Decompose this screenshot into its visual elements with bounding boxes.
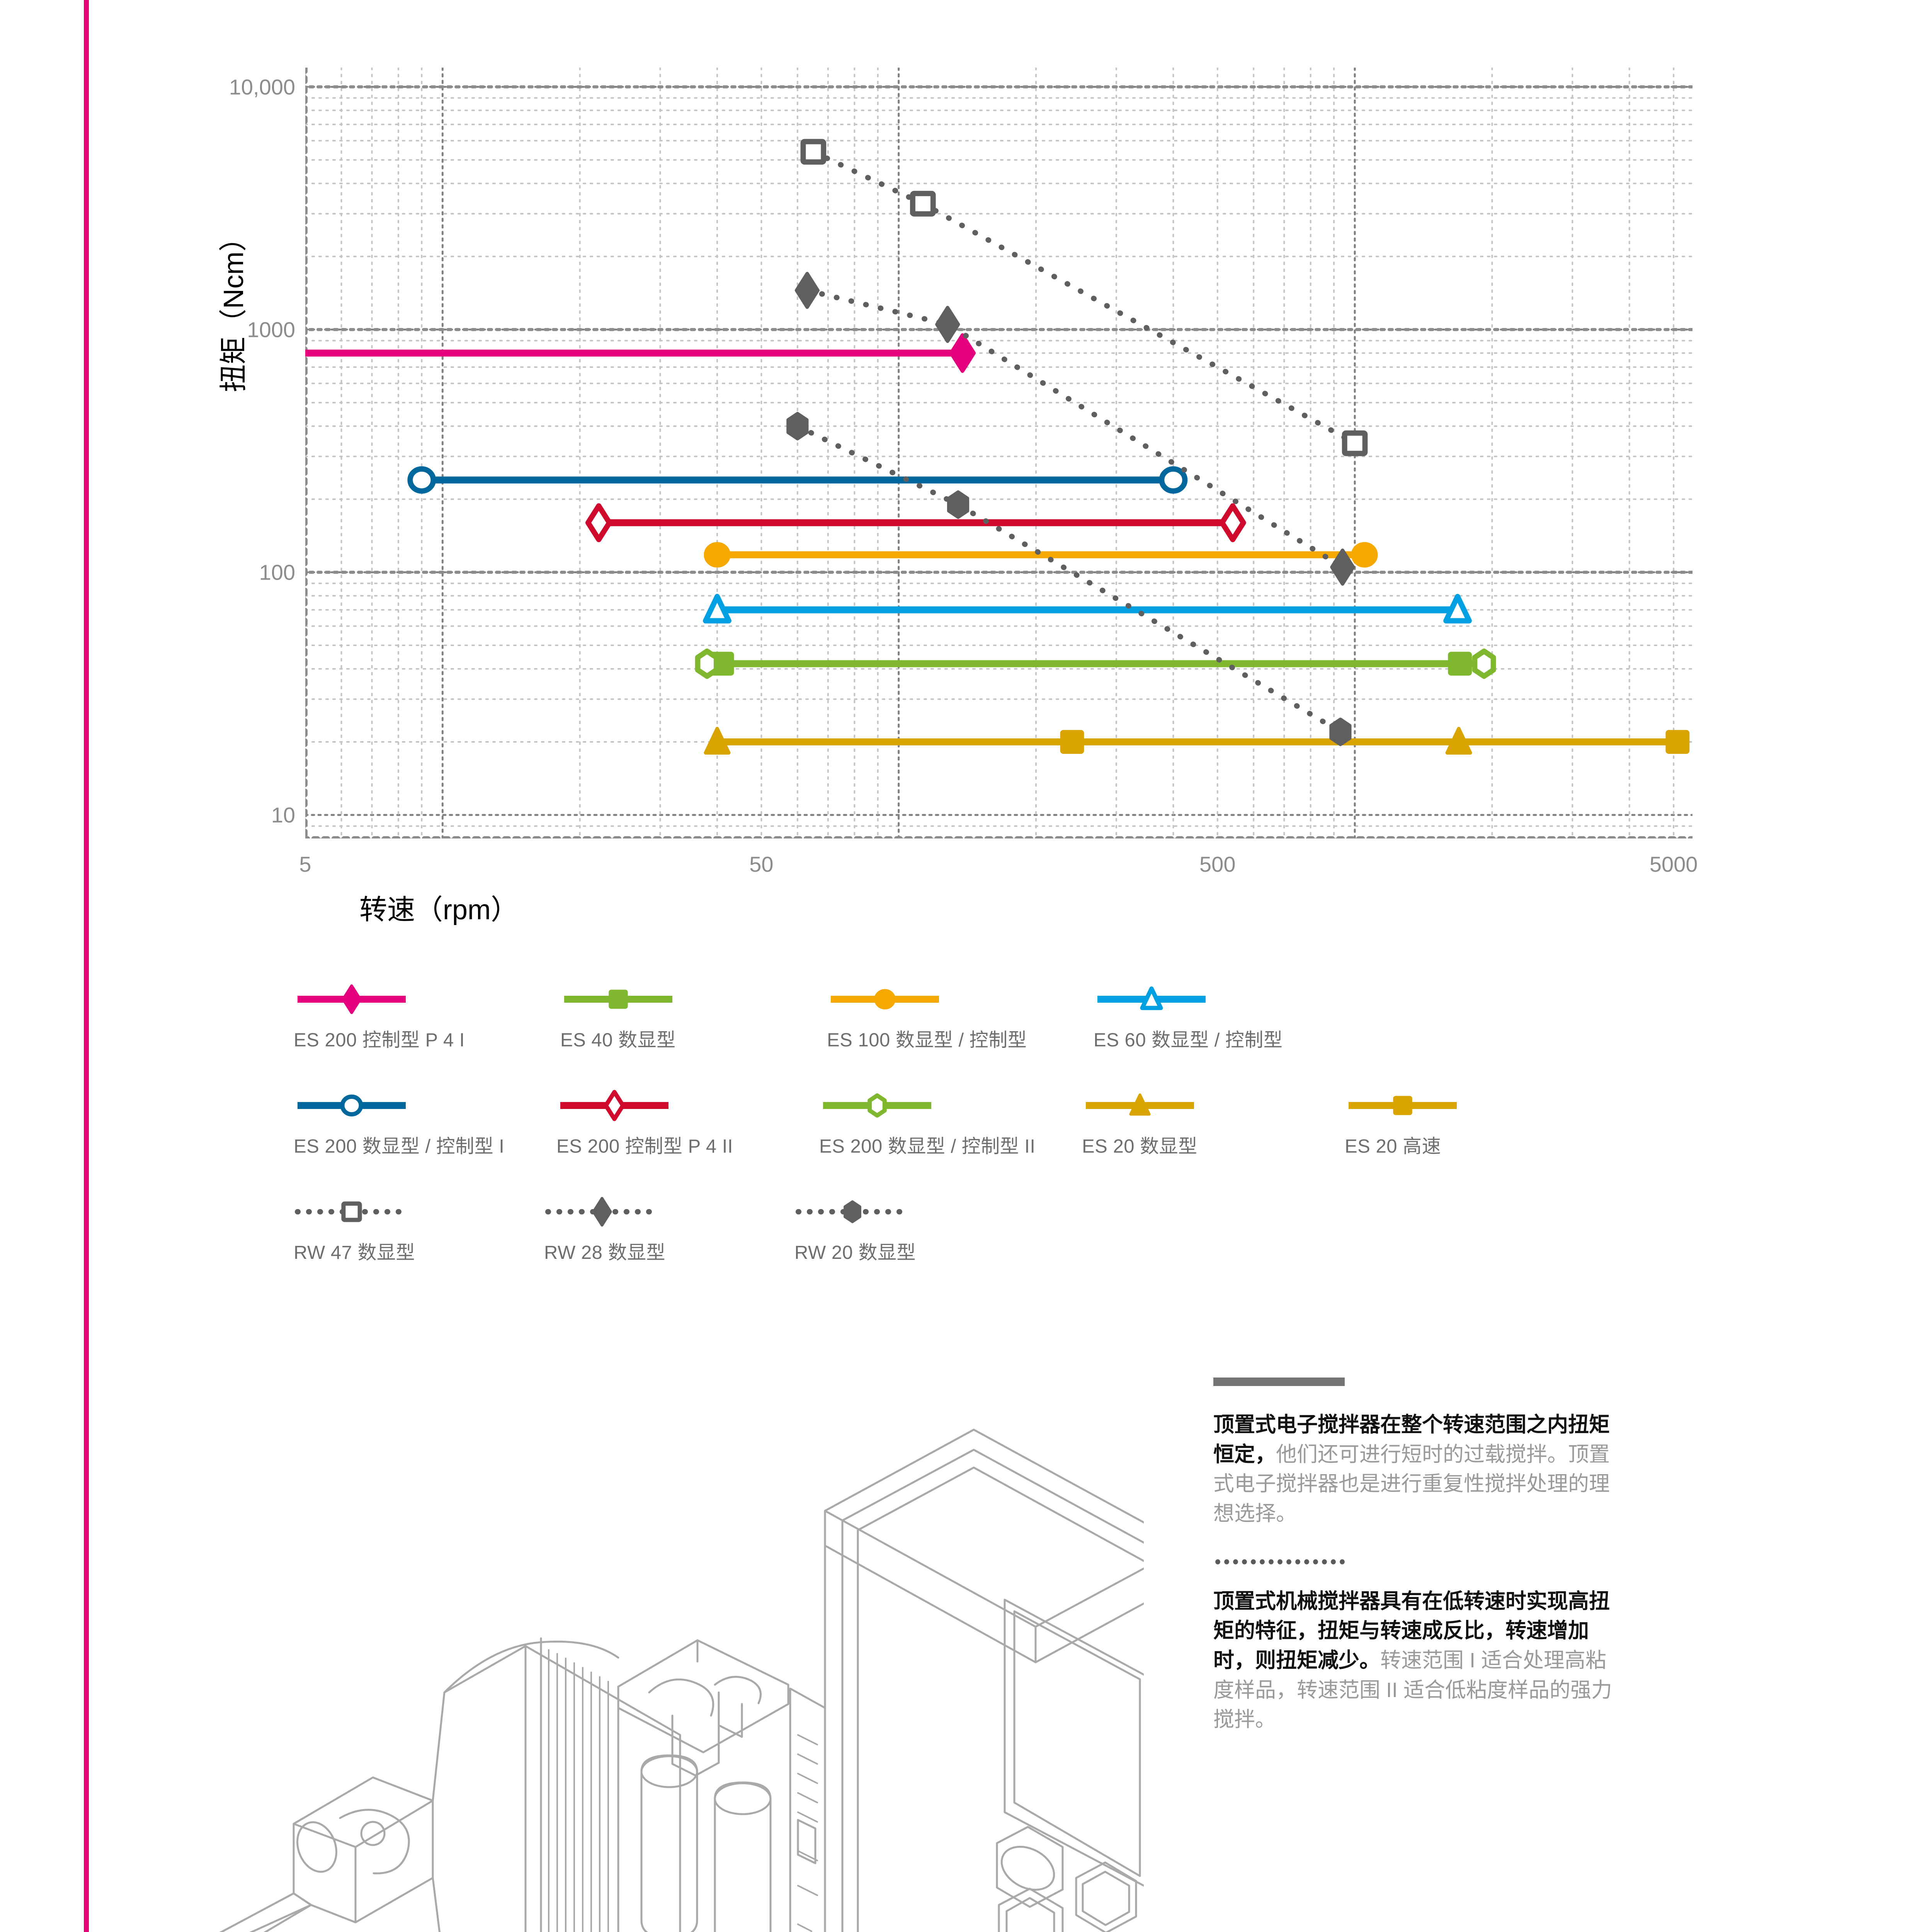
legend-item[interactable]: ES 20 高速 <box>1345 1095 1607 1158</box>
legend-label: RW 20 数显型 <box>794 1242 916 1263</box>
legend-label: ES 20 数显型 <box>1082 1136 1197 1157</box>
legend-label: RW 28 数显型 <box>544 1242 665 1263</box>
paragraph-mechanical: 顶置式机械搅拌器具有在低转速时实现高扭矩的特征，扭矩与转速成反比，转速增加时，则… <box>1213 1587 1623 1735</box>
legend-swatch <box>1082 1093 1345 1122</box>
legend-label: ES 200 控制型 P 4 II <box>556 1136 733 1157</box>
legend-item[interactable]: ES 200 控制型 P 4 I <box>294 984 560 1052</box>
legend-label: ES 100 数显型 / 控制型 <box>827 1030 1027 1051</box>
legend-item[interactable]: ES 200 数显型 / 控制型 II <box>819 1093 1082 1158</box>
legend-swatch <box>1345 1095 1607 1122</box>
description-column: 顶置式电子搅拌器在整个转速范围之内扭矩恒定，他们还可进行短时的过载搅拌。顶置式电… <box>1213 1378 1623 1735</box>
y-axis-label: 扭矩（Ncm） <box>218 224 249 392</box>
legend-swatch <box>1094 986 1360 1016</box>
legend-item[interactable]: ES 100 数显型 / 控制型 <box>827 989 1094 1052</box>
legend-label: ES 40 数显型 <box>560 1030 676 1051</box>
chart-gridlines <box>305 68 1692 838</box>
torque-speed-chart: 10 100 1000 10,000 5 50 500 5000 扭矩（Ncm） 转速（rp… <box>218 68 1698 925</box>
legend-item[interactable]: RW 28 数显型 <box>544 1197 794 1265</box>
legend-item[interactable]: ES 200 控制型 P 4 II <box>556 1090 819 1158</box>
y-tick-label: 100 <box>259 560 295 585</box>
legend-swatch <box>294 984 560 1016</box>
legend-swatch <box>794 1200 1045 1229</box>
legend-row: ES 200 数显型 / 控制型 I ES 200 控制型 P 4 II ES 20… <box>294 1090 1607 1158</box>
y-tick-label: 1000 <box>247 317 295 342</box>
legend-item[interactable]: ES 20 数显型 <box>1082 1093 1345 1158</box>
legend-swatch <box>294 1094 556 1122</box>
y-tick-label: 10 <box>271 803 295 827</box>
legend-row: ES 200 控制型 P 4 I ES 40 数显型 ES 100 数显型 / 控制… <box>294 984 1607 1052</box>
chart-series-layer <box>305 139 1690 755</box>
solid-rule-divider <box>1213 1378 1345 1386</box>
paragraph-mechanical-rest: 转速范围 I 适合处理高粘度样品，转速范围 II 适合低粘度样品的强力搅拌。 <box>1213 1649 1613 1731</box>
x-tick-label: 500 <box>1199 852 1236 876</box>
legend-swatch <box>544 1197 794 1229</box>
magenta-spine-rule <box>84 0 89 1932</box>
legend-row: RW 47 数显型 RW 28 数显型 RW 20 数显型 <box>294 1197 1607 1265</box>
legend-item[interactable]: RW 20 数显型 <box>794 1200 1045 1265</box>
overhead-stirrer-illustration <box>23 1345 1205 1932</box>
legend-label: RW 47 数显型 <box>294 1242 415 1263</box>
legend-swatch <box>819 1093 1082 1122</box>
legend-item[interactable]: ES 40 数显型 <box>560 989 827 1052</box>
legend-label: ES 200 数显型 / 控制型 I <box>294 1136 505 1157</box>
legend-swatch <box>827 989 1094 1016</box>
x-tick-label: 5 <box>299 852 311 876</box>
chart-plot-area: 10 100 1000 10,000 5 50 500 5000 扭矩（Ncm） 转速（rp… <box>218 68 1698 925</box>
x-axis-label: 转速（rpm） <box>359 895 519 925</box>
legend-label: ES 200 控制型 P 4 I <box>294 1030 465 1051</box>
stirrer-line-art <box>219 1429 1205 1932</box>
legend-label: ES 60 数显型 / 控制型 <box>1094 1030 1283 1051</box>
y-tick-label: 10,000 <box>229 75 295 99</box>
dotted-rule-divider <box>1213 1557 1345 1566</box>
legend-swatch <box>560 989 827 1016</box>
x-tick-label: 5000 <box>1649 852 1698 876</box>
paragraph-mechanical-lead: 顶置式机械搅拌器具有在低转速时实现高扭矩的特征，扭矩与转速成反比，转速增加时，则… <box>1213 1589 1610 1672</box>
legend-label: ES 200 数显型 / 控制型 II <box>819 1136 1036 1157</box>
x-tick-label: 50 <box>749 852 774 876</box>
legend-swatch <box>294 1201 544 1229</box>
legend-item[interactable]: ES 60 数显型 / 控制型 <box>1094 986 1360 1052</box>
legend-label: ES 20 高速 <box>1345 1136 1441 1157</box>
legend-item[interactable]: RW 47 数显型 <box>294 1201 544 1265</box>
legend-item[interactable]: ES 200 数显型 / 控制型 I <box>294 1094 556 1158</box>
paragraph-electronic-rest: 他们还可进行短时的过载搅拌。顶置式电子搅拌器也是进行重复性搅拌处理的理想选择。 <box>1213 1442 1610 1526</box>
chart-legend: ES 200 控制型 P 4 I ES 40 数显型 ES 100 数显型 / 控制… <box>294 984 1607 1265</box>
paragraph-electronic: 顶置式电子搅拌器在整个转速范围之内扭矩恒定，他们还可进行短时的过载搅拌。顶置式电… <box>1213 1410 1623 1529</box>
paragraph-electronic-lead: 顶置式电子搅拌器在整个转速范围之内扭矩恒定， <box>1213 1413 1610 1466</box>
legend-swatch <box>556 1090 819 1122</box>
